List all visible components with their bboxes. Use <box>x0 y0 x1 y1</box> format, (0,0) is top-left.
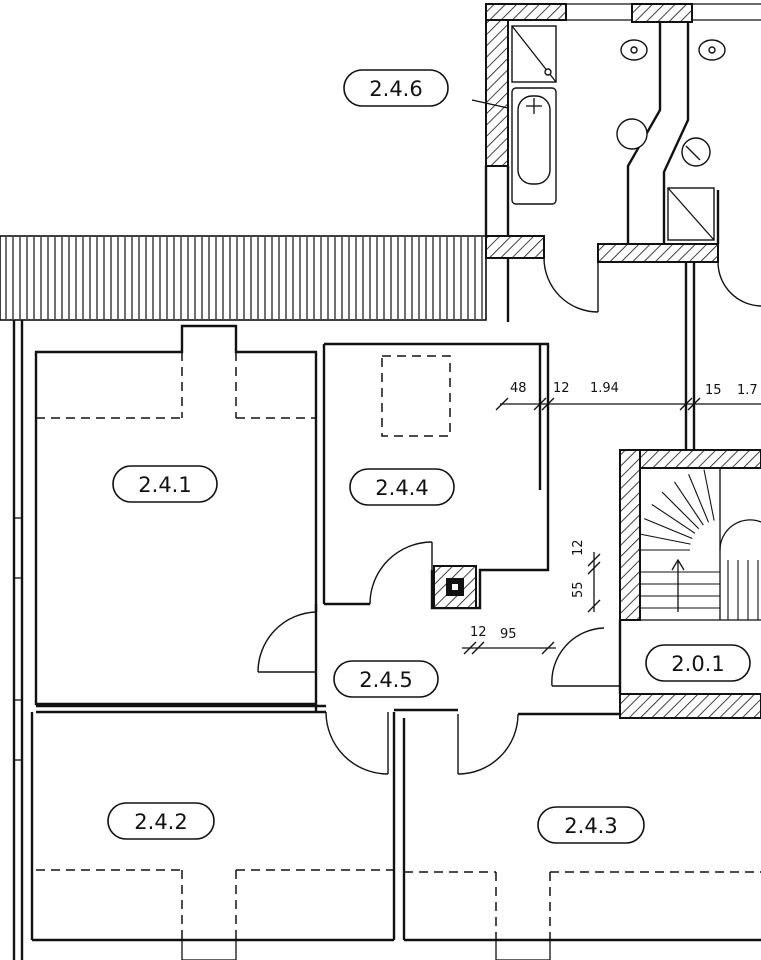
bathroom-walls <box>484 3 761 263</box>
dimension-lines <box>462 99 761 655</box>
room-label-2-4-2: 2.4.2 <box>107 802 215 840</box>
dim-1-7: 1.7 <box>737 383 758 398</box>
room-label-2-4-3: 2.4.3 <box>537 806 645 844</box>
svg-text:2.4.5: 2.4.5 <box>359 668 412 692</box>
corridor-doors <box>257 541 620 775</box>
dim-1-94: 1.94 <box>590 381 619 396</box>
svg-text:2.4.6: 2.4.6 <box>369 77 422 101</box>
room-label-2-4-1: 2.4.1 <box>112 465 218 503</box>
room-label-2-0-1: 2.0.1 <box>645 644 751 682</box>
svg-text:2.4.3: 2.4.3 <box>564 814 617 838</box>
bathroom-doors <box>506 257 761 450</box>
room-label-2-4-4: 2.4.4 <box>349 468 455 506</box>
dim-12-a: 12 <box>553 381 570 396</box>
staircase-2-0-1 <box>618 449 761 719</box>
room-2-4-1-walls <box>34 324 318 712</box>
dim-15: 15 <box>705 383 722 398</box>
lower-rooms-walls <box>30 704 761 960</box>
svg-text:2.4.2: 2.4.2 <box>134 810 187 834</box>
dim-12-b: 12 <box>571 539 586 556</box>
room-label-2-4-5: 2.4.5 <box>333 660 439 698</box>
svg-text:2.0.1: 2.0.1 <box>671 652 724 676</box>
room-label-2-4-6: 2.4.6 <box>343 69 449 107</box>
bathroom-fixtures <box>511 25 726 241</box>
balcony-stripe-band <box>0 235 487 321</box>
dim-12-c: 12 <box>470 625 487 640</box>
dim-48: 48 <box>510 381 527 396</box>
dim-55: 55 <box>571 581 586 598</box>
dim-95: 95 <box>500 627 517 642</box>
outer-left-wall <box>12 320 24 960</box>
svg-text:2.4.4: 2.4.4 <box>375 476 428 500</box>
room-2-4-4-walls <box>322 342 550 610</box>
svg-text:2.4.1: 2.4.1 <box>138 473 191 497</box>
